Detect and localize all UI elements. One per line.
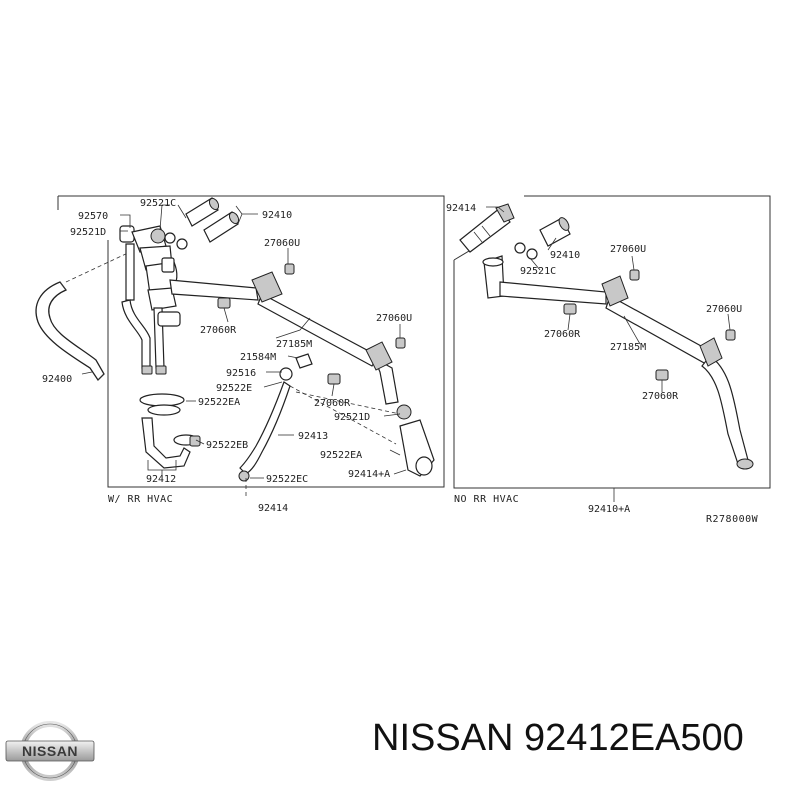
hose-92410-pair <box>164 197 240 250</box>
nissan-logo: NISSAN <box>5 721 95 781</box>
bracket-21584m <box>295 353 313 369</box>
label-92522ec: 92522EC <box>266 474 308 485</box>
label-92522eb: 92522EB <box>206 440 248 451</box>
label-r92414: 92414 <box>446 203 476 214</box>
left-panel-caption: W/ RR HVAC <box>108 494 173 505</box>
label-27060u-a: 27060U <box>264 238 300 249</box>
hose-92400 <box>35 281 105 382</box>
part-title: NISSAN 92412EA500 <box>372 717 744 759</box>
right-leader-lines <box>486 206 731 502</box>
label-r92410a: 92410+A <box>588 504 630 515</box>
leader-92521d <box>295 391 401 415</box>
label-92414a: 92414+A <box>348 469 390 480</box>
leader-92522ea <box>289 385 397 445</box>
logo-text: NISSAN <box>22 743 78 759</box>
label-92410: 92410 <box>262 210 292 221</box>
label-r27060r-b: 27060R <box>642 391 679 402</box>
hose-92414-right <box>459 203 515 253</box>
label-92570: 92570 <box>78 211 108 222</box>
label-92414: 92414 <box>258 503 288 514</box>
hose-92413 <box>238 381 291 482</box>
label-92521d: 92521D <box>70 227 106 238</box>
label-92413: 92413 <box>298 431 328 442</box>
pipe-27185m-right <box>482 255 754 470</box>
label-r92521c: 92521C <box>520 266 556 277</box>
label-27060r-b: 27060R <box>314 398 351 409</box>
clamp-92521c-right <box>514 242 526 254</box>
label-92522e: 92522E <box>216 383 252 394</box>
hose-92414a <box>396 404 435 477</box>
right-panel-frame <box>453 195 771 489</box>
clamp-92516 <box>279 367 293 381</box>
label-92521c: 92521C <box>140 198 176 209</box>
label-21584m: 21584M <box>240 352 276 363</box>
clip-27060u-b <box>395 337 406 349</box>
label-92522ea-b: 92522EA <box>320 450 362 461</box>
label-r27060r-a: 27060R <box>544 329 581 340</box>
clip-27060r-a <box>217 297 231 309</box>
label-27060u-b: 27060U <box>376 313 412 324</box>
hose-92410-right <box>539 217 571 247</box>
reference-code: R278000W <box>706 514 759 525</box>
leader-92400 <box>65 251 131 283</box>
left-panel: 92521C 92570 92521D 92410 27060U 27060R … <box>35 195 445 514</box>
label-92412: 92412 <box>146 474 176 485</box>
left-leader-lines <box>81 204 407 479</box>
label-27060r-a: 27060R <box>200 325 237 336</box>
hose-92412 <box>139 393 201 469</box>
clamp-92521c-right-b <box>526 248 538 260</box>
label-27185m: 27185M <box>276 339 312 350</box>
label-r27060u-b: 27060U <box>706 304 742 315</box>
label-92522ea-a: 92522EA <box>198 397 240 408</box>
pipe-27185m <box>169 271 399 405</box>
heater-valve-assembly <box>119 225 181 375</box>
label-r92410: 92410 <box>550 250 580 261</box>
clip-27060u-a <box>284 263 295 275</box>
label-92400: 92400 <box>42 374 72 385</box>
clip-27060u-right-a <box>629 269 640 281</box>
left-panel-frame <box>58 195 445 488</box>
label-92516: 92516 <box>226 368 256 379</box>
right-panel-caption: NO RR HVAC <box>454 494 519 505</box>
clip-27060r-right-a <box>563 303 577 315</box>
clip-27060u-right-b <box>725 329 736 341</box>
label-r27060u-a: 27060U <box>610 244 646 255</box>
label-92521d-b: 92521D <box>334 412 370 423</box>
label-r27185m: 27185M <box>610 342 646 353</box>
right-panel: 92414 92410 92521C 27060U 27060U 27060R … <box>446 195 771 525</box>
clip-27060r-right-b <box>655 369 669 381</box>
clip-27060r-b <box>327 373 341 385</box>
